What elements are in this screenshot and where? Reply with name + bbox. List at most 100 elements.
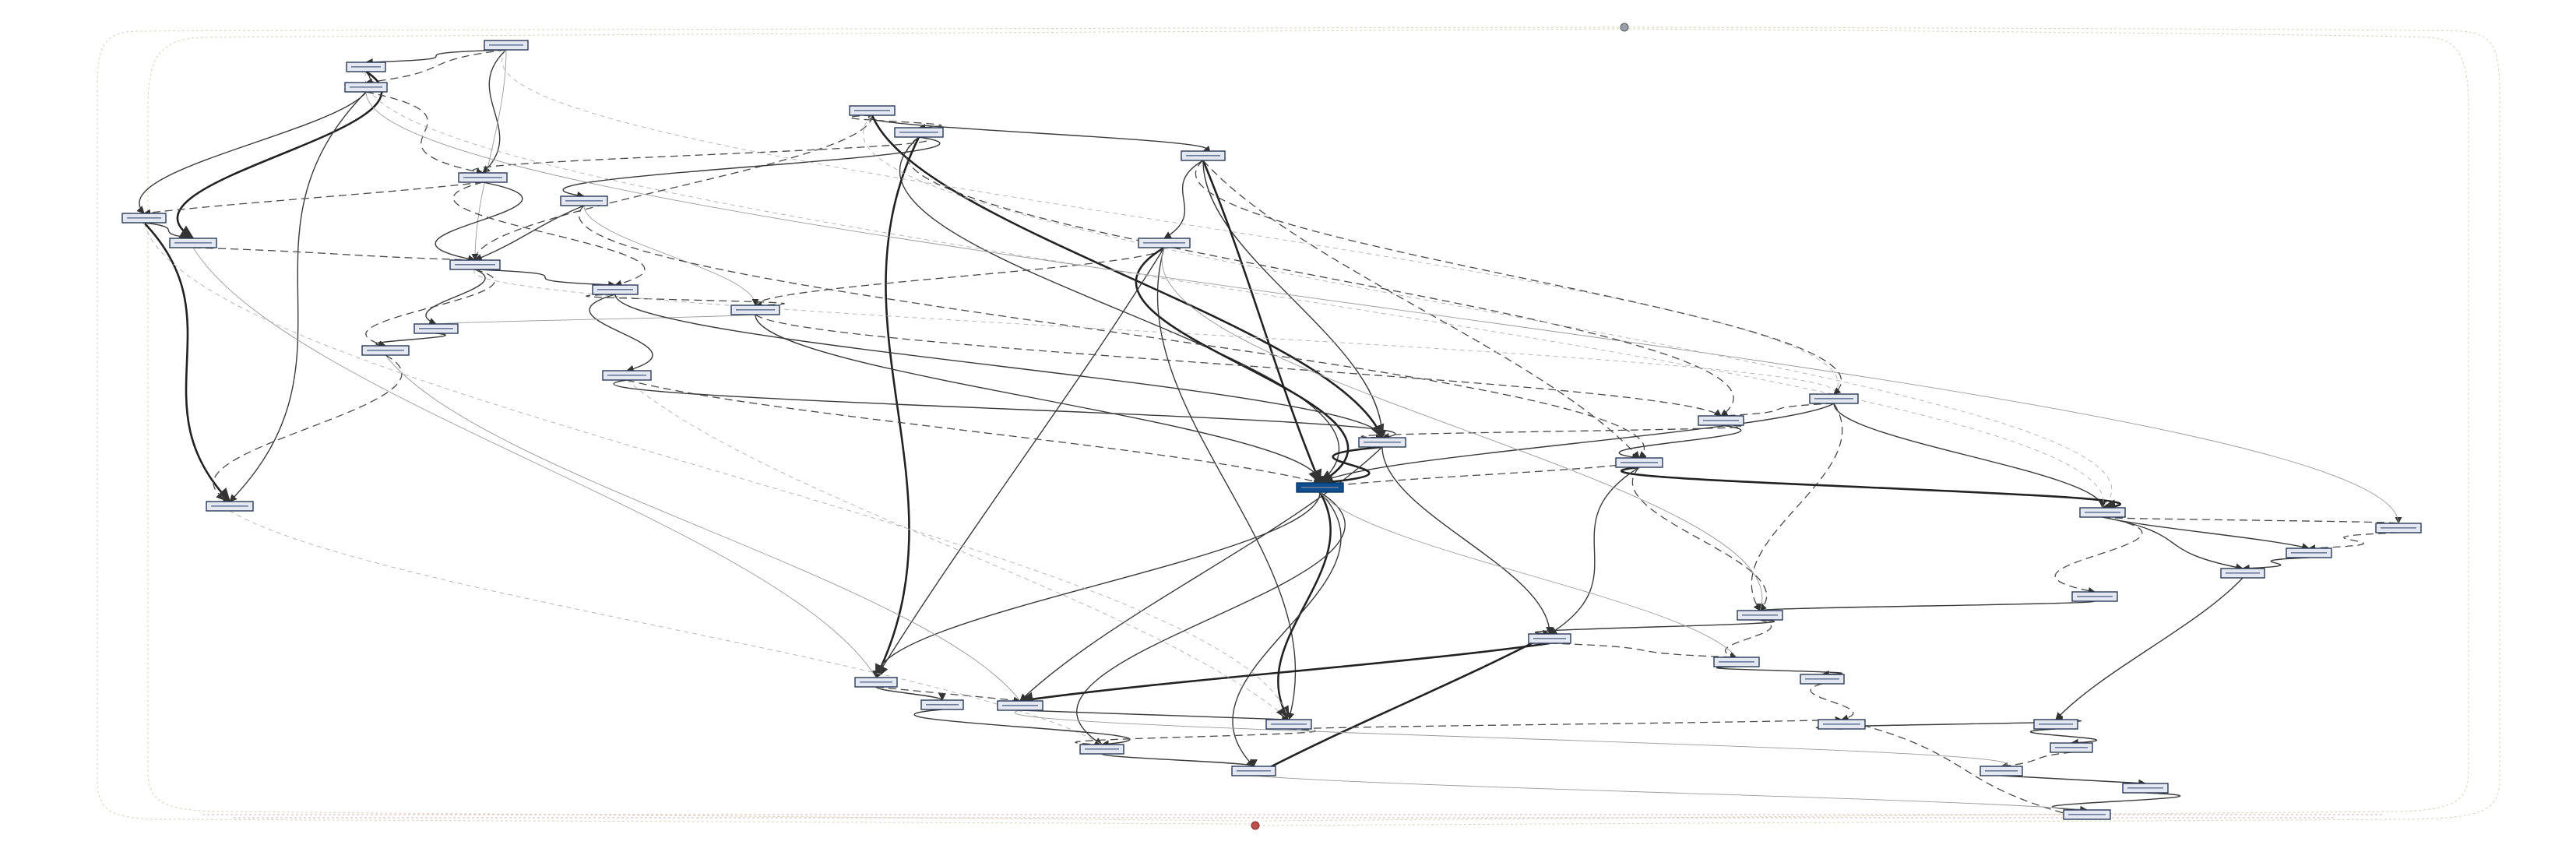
state-node-caption-bar [351,66,381,68]
state-node-n25[interactable] [2375,523,2422,533]
state-node-n41[interactable] [1980,766,2023,776]
edge-n17-n20 [613,379,1396,441]
state-node-n10[interactable] [169,238,217,248]
state-node-n2[interactable] [346,62,386,72]
state-node-caption-bar [860,681,892,683]
edge-n11-n29 [1161,247,1763,611]
edge-n15-n16 [375,333,446,350]
state-node-caption-bar [597,289,633,290]
state-node-n42[interactable] [1231,766,1276,776]
state-node-n36[interactable] [1818,719,1866,730]
state-node-n24[interactable] [2079,507,2126,518]
state-node-n31[interactable] [1713,657,1760,667]
edge-n22-n30 [1549,466,1640,635]
state-node-n34[interactable] [997,700,1043,711]
state-node-caption-bar [419,328,453,329]
edge-n10-n12 [192,247,476,264]
state-node-n30[interactable] [1528,633,1571,644]
edge-n1-n18 [501,49,1839,395]
state-node-caption-bar [1742,614,1778,616]
edge-n29-n30 [1534,619,1775,638]
state-node-n8[interactable] [560,195,608,206]
state-node-n16[interactable] [361,345,410,356]
state-node-caption-bar [899,132,938,133]
state-node-n17[interactable] [602,370,652,381]
edge-n24-n26 [2102,516,2310,551]
edge-n21-n33 [872,491,1321,678]
state-node-n35[interactable] [1265,719,1312,730]
edge-n18-n24 [1833,403,2106,509]
state-node-caption-bar [367,350,404,351]
state-node-caption-bar [455,264,495,266]
edge-n40-n42 [1101,753,1258,767]
edge-n27-n38 [2055,577,2243,720]
state-node-n39[interactable] [2050,742,2093,753]
edge-n29-n31 [1724,619,1772,660]
state-node-n19[interactable] [1698,415,1744,426]
edge-n16-n23 [213,354,403,502]
state-node-caption-bar [2077,596,2113,597]
state-node-caption-bar [1085,748,1119,750]
state-node-n9[interactable] [121,213,167,224]
state-node-caption-bar [1364,442,1401,443]
state-node-n22[interactable] [1615,457,1663,468]
state-node-n14[interactable] [730,305,780,315]
state-node-n32[interactable] [1800,674,1845,685]
state-node-n38[interactable] [2033,719,2078,730]
edge-n35-n36 [1288,716,1842,730]
edge-n11-n35 [1156,247,1297,720]
state-node-caption-bar [1719,661,1754,663]
state-node-n11[interactable] [1138,238,1191,248]
edge-n6-n22 [1202,160,1640,459]
state-node-n5[interactable] [894,127,944,138]
state-node-n26[interactable] [2286,547,2332,558]
state-node-n4[interactable] [849,105,896,116]
frame-loops [97,26,2500,826]
start-node-icon [1620,23,1629,32]
state-node-caption-bar [1533,638,1566,639]
state-node-n6[interactable] [1181,150,1226,161]
state-node-n23[interactable] [206,501,254,512]
edge-n24-n25 [2102,516,2402,524]
edge-n21-n35 [1276,491,1332,721]
edge-n3-n23 [229,91,367,502]
state-node-n12[interactable] [449,259,501,270]
edge-n4-n5 [849,114,942,132]
edge-n44-n36 [1841,717,2088,820]
state-node-caption-bar [2291,552,2327,554]
state-node-n1[interactable] [484,40,529,51]
edge-n4-n24 [862,114,2113,509]
edge-n6-n18 [1195,160,1842,395]
state-node-n3[interactable] [344,82,388,93]
state-node-caption-bar [1002,705,1038,706]
state-node-n27[interactable] [2220,568,2265,579]
state-node-n15[interactable] [413,323,459,334]
state-node-n29[interactable] [1737,610,1783,621]
edge-n28-n29 [1757,600,2096,611]
state-node-n28[interactable] [2071,591,2118,602]
state-node-n40[interactable] [1079,744,1124,755]
edge-n19-n20 [1361,424,1742,442]
state-node-caption-bar [1823,723,1860,725]
state-node-n33[interactable] [854,677,898,688]
edge-n7-n9 [143,181,484,217]
state-node-n18[interactable] [1809,393,1859,404]
edge-n8-n12 [474,205,585,262]
state-node-n21[interactable] [1296,482,1344,493]
edge-n26-n27 [2242,557,2310,572]
state-node-caption-bar [1301,487,1339,488]
edge-n6-n11 [1163,160,1204,239]
edge-n35-n40 [1075,728,1316,748]
edge-n9-n10 [143,222,194,241]
state-node-n7[interactable] [458,172,508,183]
state-node-n43[interactable] [2122,783,2169,794]
state-node-n13[interactable] [592,284,639,295]
state-node-caption-bar [1985,770,2018,772]
edge-n5-n8 [562,136,941,199]
edge-n12-n18 [473,269,1835,395]
edge-n20-n21 [1318,445,1383,489]
edge-n43-n44 [2051,792,2181,814]
state-node-n44[interactable] [2063,809,2111,820]
state-node-n20[interactable] [1358,437,1406,448]
state-node-n37[interactable] [920,699,964,710]
